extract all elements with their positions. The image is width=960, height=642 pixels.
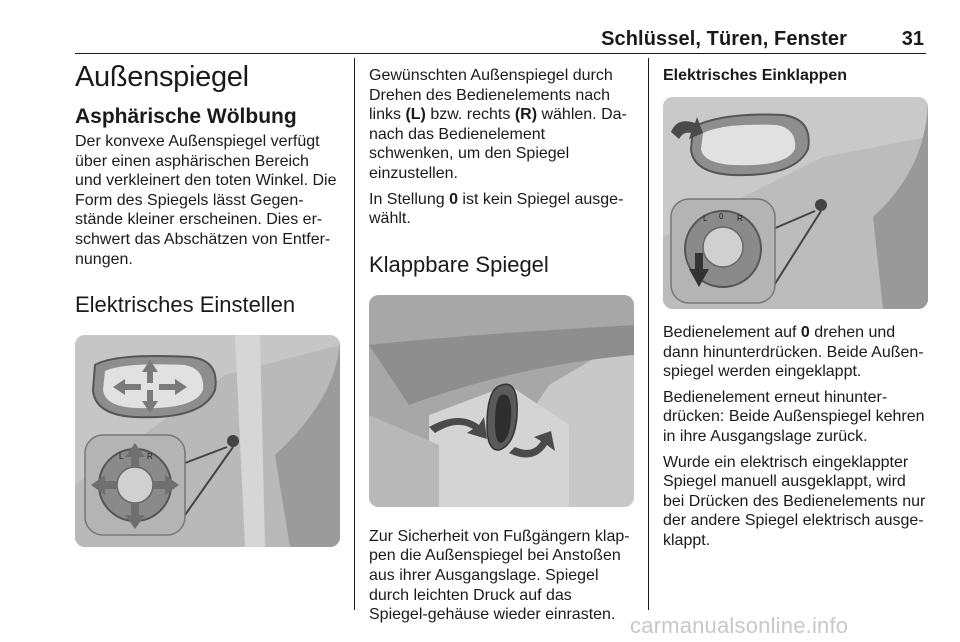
label-0: 0 [800, 324, 810, 341]
svg-text:R: R [147, 452, 153, 461]
svg-text:R: R [737, 214, 743, 223]
text-run: ist kein Spiegel ausge-wählt. [369, 190, 624, 228]
text-run: Bedienelement auf [663, 324, 801, 341]
label-0: 0 [449, 190, 458, 208]
paragraph-manuell-ausgeklappt: Wurde ein elektrisch eingeklappter Spieg… [663, 453, 926, 549]
paragraph-einklappen: Bedienelement auf 0 drehen und dann hinu… [663, 323, 928, 382]
label-L: (L) [405, 106, 426, 124]
text-run: In Stellung [369, 190, 450, 208]
text-run: bzw. rechts [425, 106, 515, 124]
paragraph-asphaerisch: Der konvexe Außenspiegel verfügt über ei… [75, 133, 337, 268]
text-run: drehen und dann hinunterdrücken. Beide A… [663, 324, 924, 381]
column-3: Elektrisches Einklappen L 0 R Bedienelem… [663, 66, 928, 551]
heading-elektrisches-einstellen: Elektrisches Einstellen [75, 292, 296, 318]
subheading-asphaerische-woelbung: Asphärische Wölbung [75, 105, 297, 128]
svg-text:L: L [119, 452, 124, 461]
text-run: Gewünschten Außenspiegel durch Drehen de… [369, 67, 613, 124]
svg-text:0: 0 [719, 212, 724, 221]
section-title-aussenspiegel: Außenspiegel [75, 61, 249, 93]
heading-elektrisches-einklappen: Elektrisches Einklappen [663, 67, 848, 84]
column-divider-2 [648, 58, 649, 610]
text-run: wählen. Da-nach das Bedienelement schwen… [369, 106, 627, 182]
paragraph-fussgaenger: Zur Sicherheit von Fußgängern klap-pen d… [369, 527, 630, 624]
paragraph-spiegel-waehlen: Gewünschten Außenspiegel durch Drehen de… [369, 66, 634, 184]
figure-mirror-fold [369, 294, 634, 507]
svg-text:L: L [703, 214, 708, 223]
figure-mirror-adjust: L R [75, 335, 340, 548]
header-rule [75, 53, 926, 54]
column-divider-1 [354, 58, 355, 610]
figure-mirror-fold-control: L 0 R [663, 97, 928, 309]
page-number: 31 [901, 28, 924, 50]
paragraph-ausgangslage: Bedienelement erneut hinunter-drücken: B… [663, 388, 925, 445]
column-1: Außenspiegel Asphärische Wölbung Der kon… [75, 60, 340, 548]
label-R: (R) [514, 106, 538, 124]
heading-klappbare-spiegel: Klappbare Spiegel [369, 251, 549, 277]
watermark: carmanualsonline.info [630, 613, 849, 638]
paragraph-stellung-0: In Stellung 0 ist kein Spiegel ausge-wäh… [369, 190, 634, 229]
page-header-title: Schlüssel, Türen, Fenster [601, 28, 847, 50]
column-2: Gewünschten Außenspiegel durch Drehen de… [369, 66, 634, 625]
